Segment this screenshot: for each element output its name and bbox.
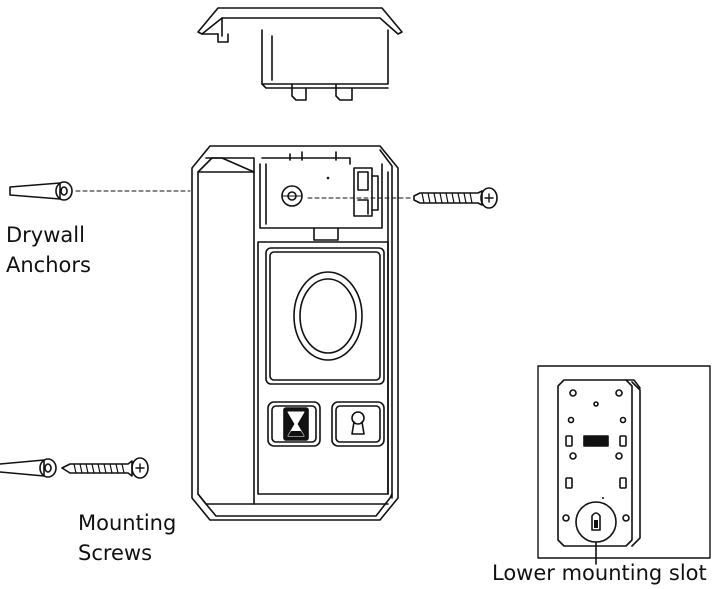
keyhole-button [331,401,385,447]
mounting-screw-top [307,187,498,209]
keyhole-icon [351,411,365,435]
inset-back-plate [537,365,711,565]
drywall-anchor-top [9,181,73,201]
device-body [191,145,399,521]
top-cover [197,7,403,101]
drywall-anchor-bottom [0,458,57,478]
mounting-screw-bottom [61,457,149,479]
hourglass-icon [287,411,305,437]
lower-mounting-slot-label: Lower mounting slot [492,561,707,585]
drywall-anchors-label: Drywall Anchors [6,223,91,277]
hourglass-button [267,401,321,447]
mounting-screws-label: Mounting Screws [78,511,177,565]
